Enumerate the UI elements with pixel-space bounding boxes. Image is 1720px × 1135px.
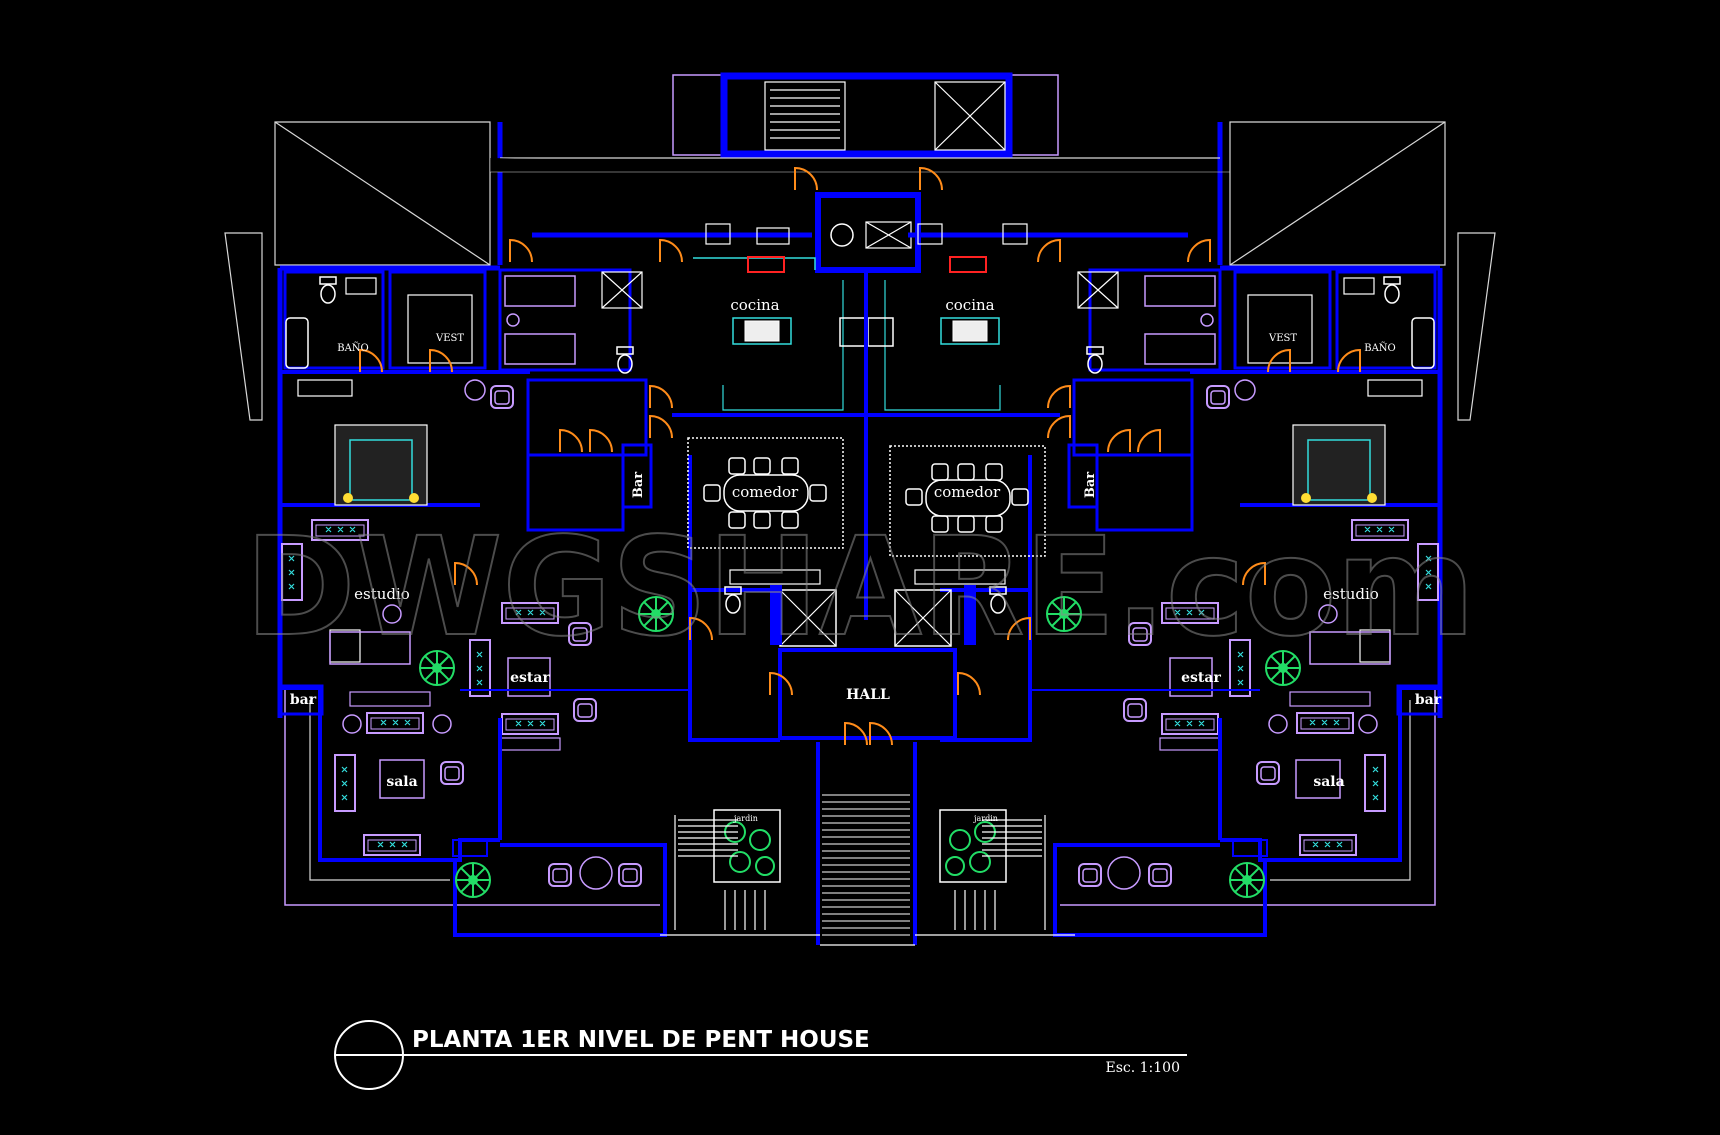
label-jardin-left: jardin bbox=[733, 814, 758, 823]
label-bar-lower-right: bar bbox=[1415, 692, 1442, 708]
label-estar-left: estar bbox=[510, 670, 550, 686]
dining-right bbox=[889, 445, 1046, 557]
apartment-unit-left bbox=[224, 121, 781, 937]
label-sala-right: sala bbox=[1313, 774, 1344, 790]
dining-left bbox=[687, 437, 844, 549]
label-estudio-right: estudio bbox=[1323, 585, 1379, 603]
label-vest-left: VEST bbox=[435, 333, 464, 344]
label-sala-left: sala bbox=[386, 774, 417, 790]
label-bano-left: BAÑO bbox=[337, 342, 369, 354]
kitchen-right bbox=[884, 223, 1188, 411]
label-comedor-right: comedor bbox=[934, 483, 1001, 501]
kitchen-left bbox=[532, 223, 844, 411]
drawing-scale: Esc. 1:100 bbox=[1106, 1060, 1181, 1076]
label-jardin-right: jardin bbox=[973, 814, 998, 823]
label-bano-right: BAÑO bbox=[1364, 342, 1396, 354]
label-estudio-left: estudio bbox=[354, 585, 410, 603]
label-cocina-left: cocina bbox=[730, 296, 779, 314]
label-bar-upper-right: Bar bbox=[1083, 472, 1098, 498]
label-bar-upper-left: Bar bbox=[631, 472, 646, 498]
label-cocina-right: cocina bbox=[945, 296, 994, 314]
central-core bbox=[489, 72, 1230, 946]
watermark-logo: DWGSHARE.com bbox=[245, 509, 1475, 667]
label-hall: HALL bbox=[846, 687, 890, 703]
drawing-title: PLANTA 1ER NIVEL DE PENT HOUSE bbox=[412, 1027, 870, 1053]
room-labels: cocina cocina comedor comedor BAÑO BAÑO … bbox=[290, 296, 1442, 823]
label-comedor-left: comedor bbox=[732, 483, 799, 501]
title-block: PLANTA 1ER NIVEL DE PENT HOUSE Esc. 1:10… bbox=[334, 1020, 1187, 1090]
label-estar-right: estar bbox=[1181, 670, 1221, 686]
label-bar-lower-left: bar bbox=[290, 692, 317, 708]
label-vest-right: VEST bbox=[1268, 333, 1297, 344]
